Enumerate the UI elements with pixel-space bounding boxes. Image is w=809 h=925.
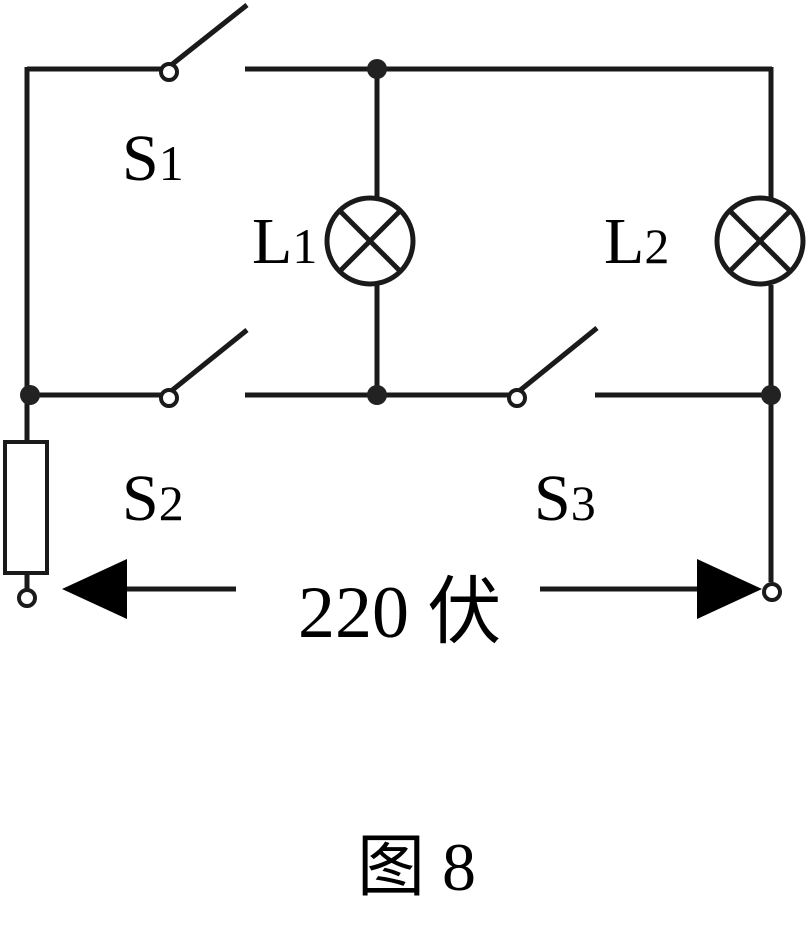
switch-s1-pivot xyxy=(159,62,179,82)
lamp-l2-cross-b xyxy=(728,209,792,273)
label-l2: L2 xyxy=(604,205,669,278)
label-s3: S3 xyxy=(534,462,596,535)
voltage-arrow-right-head xyxy=(697,559,762,619)
switch-s1 xyxy=(159,3,249,82)
voltage-indicator xyxy=(62,559,762,619)
label-s1: S1 xyxy=(122,122,184,195)
junction-nodes xyxy=(20,59,781,405)
supply-terminal-left xyxy=(17,588,37,608)
voltage-label: 220 伏 xyxy=(298,572,502,654)
switch-s2-pivot xyxy=(159,388,179,408)
switch-s1-blade xyxy=(168,3,249,68)
lamp-l1-cross-b xyxy=(338,209,402,273)
junction-node-bottom-right xyxy=(761,385,781,405)
switch-s2 xyxy=(159,328,249,408)
lamp-l2 xyxy=(714,195,806,287)
label-l1: L1 xyxy=(252,205,317,278)
switch-s3 xyxy=(507,326,599,408)
supply-terminal-right xyxy=(762,582,782,602)
label-s2: S2 xyxy=(122,462,184,535)
figure-caption: 图 8 xyxy=(357,829,476,905)
switch-s2-blade xyxy=(168,328,249,394)
junction-node-bottom-left xyxy=(20,385,40,405)
lamp-l1 xyxy=(324,195,416,287)
junction-node-bottom-l1 xyxy=(367,385,387,405)
switch-s3-pivot xyxy=(507,388,527,408)
junction-node-top-l1 xyxy=(367,59,387,79)
fuse xyxy=(3,440,49,575)
switch-s3-blade xyxy=(516,326,599,394)
voltage-arrow-left-head xyxy=(62,559,127,619)
